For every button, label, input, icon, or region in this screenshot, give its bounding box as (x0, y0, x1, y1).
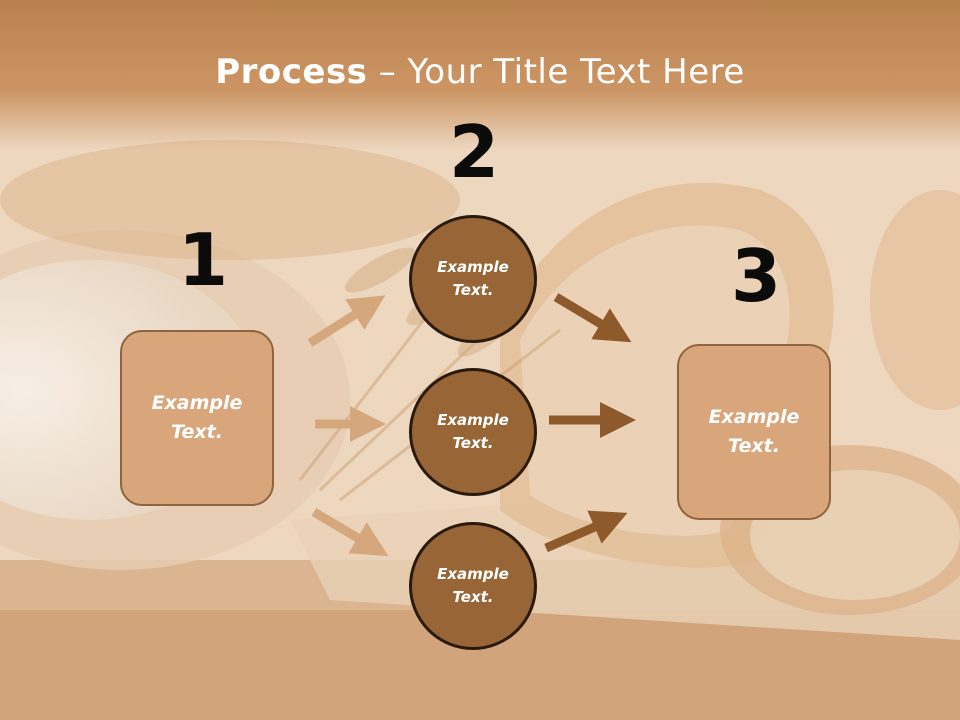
step-number-3: 3 (731, 234, 782, 318)
title-bold: Process (215, 52, 368, 92)
title-band (0, 0, 960, 150)
right-step-line1: Example (708, 406, 800, 428)
left-step-line1: Example (151, 392, 243, 414)
left-step-line2: Text. (171, 421, 223, 443)
circle-bottom-line1: Example (437, 565, 509, 583)
circle-top-line1: Example (437, 258, 509, 276)
slide-title: Process – Your Title Text Here (0, 52, 960, 92)
circle-center-line2: Text. (452, 434, 494, 452)
circle-bottom-line2: Text. (452, 588, 494, 606)
title-rest: – Your Title Text Here (367, 52, 745, 92)
right-step-line2: Text. (728, 435, 780, 457)
arrow-left-up (307, 295, 386, 347)
circle-top-line2: Text. (452, 281, 494, 299)
arrow-left-down (311, 508, 389, 557)
step-number-2: 2 (449, 110, 500, 194)
arrow-right-up (544, 510, 628, 553)
arrow-right-down (553, 293, 632, 343)
circle-center-line1: Example (437, 411, 509, 429)
step-number-1: 1 (178, 218, 229, 302)
